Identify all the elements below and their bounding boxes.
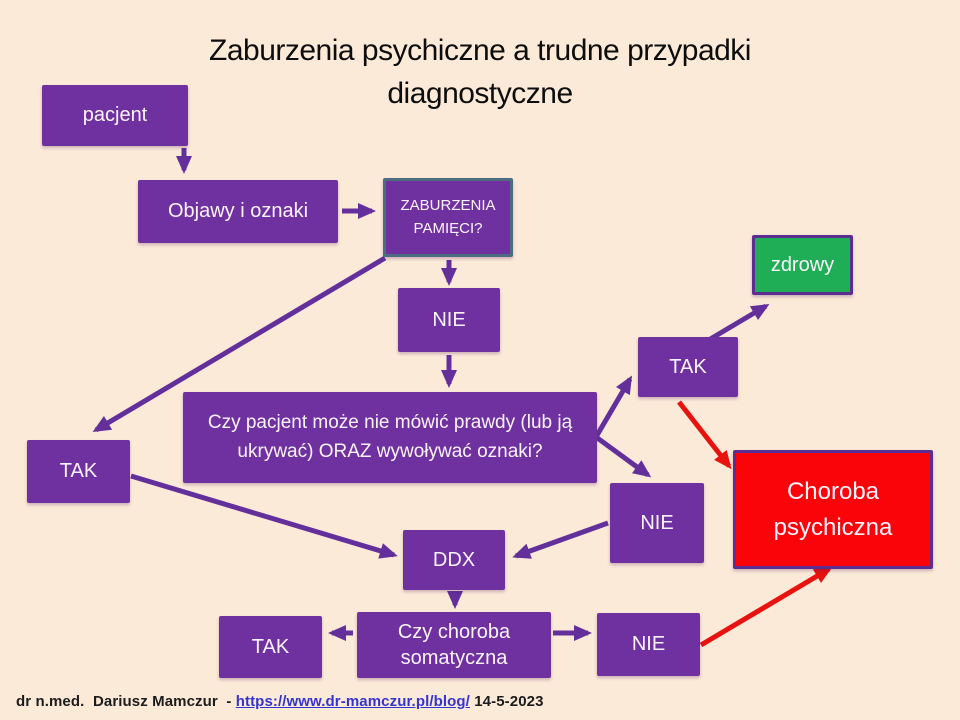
node-question-prawda: Czy pacjent może nie mówić prawdy (lub j… xyxy=(183,392,597,483)
node-zaburzenia-pamieci: ZABURZENIA PAMIĘCI? xyxy=(383,178,513,257)
node-nie-bottom: NIE xyxy=(597,613,700,676)
node-choroba-psychiczna: Choroba psychiczna xyxy=(733,450,933,569)
node-tak-bottom: TAK xyxy=(219,616,322,678)
edge-tak-right-choroba xyxy=(677,400,732,470)
edge-tak-left-ddx xyxy=(130,473,398,559)
edge-nie-bottom-choroba xyxy=(699,566,833,648)
edge-tak-right-zdrowy xyxy=(705,303,770,344)
node-objawy-i-oznaki: Objawy i oznaki xyxy=(138,180,338,243)
node-tak-left: TAK xyxy=(27,440,130,503)
node-zdrowy: zdrowy xyxy=(752,235,853,295)
footer-date: 14-5-2023 xyxy=(474,693,544,710)
footer-credit: dr n.med. Dariusz Mamczur - https://www.… xyxy=(16,693,544,710)
footer-author: dr n.med. Dariusz Mamczur - xyxy=(16,693,232,710)
node-nie-right: NIE xyxy=(610,483,704,563)
edge-nie-right-ddx xyxy=(512,520,609,559)
slide-title: Zaburzenia psychiczne a trudne przypadki… xyxy=(209,34,751,110)
node-ddx: DDX xyxy=(403,530,505,590)
edge-question-nie-right xyxy=(594,434,652,478)
node-czy-choroba-somatyczna: Czy choroba somatyczna xyxy=(357,612,551,678)
node-pacjent: pacjent xyxy=(42,85,188,146)
node-nie-top: NIE xyxy=(398,288,500,352)
footer-link[interactable]: https://www.dr-mamczur.pl/blog/ xyxy=(235,693,470,710)
edge-question-tak-right xyxy=(593,375,633,439)
node-tak-right: TAK xyxy=(638,337,738,397)
